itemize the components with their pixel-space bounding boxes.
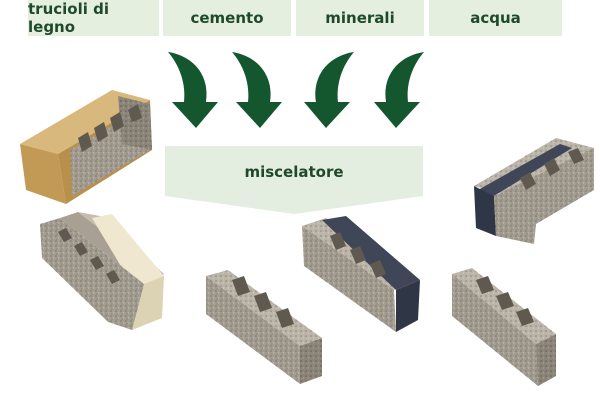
mixer-label: miscelatore <box>244 163 344 181</box>
block-dark-insulation-right <box>474 138 594 244</box>
block-dark-insulation-left <box>302 216 420 332</box>
block-plain-1 <box>206 270 322 384</box>
block-plain-2 <box>452 268 556 386</box>
block-mineral-wool <box>40 212 164 330</box>
ingredient-wood-chips-label: trucioli di legno <box>28 0 159 36</box>
ingredient-water-label: acqua <box>429 0 562 36</box>
ingredient-minerals-label: minerali <box>296 0 424 36</box>
block-wood-insulation <box>20 90 152 204</box>
ingredient-cement-label: cemento <box>163 0 291 36</box>
